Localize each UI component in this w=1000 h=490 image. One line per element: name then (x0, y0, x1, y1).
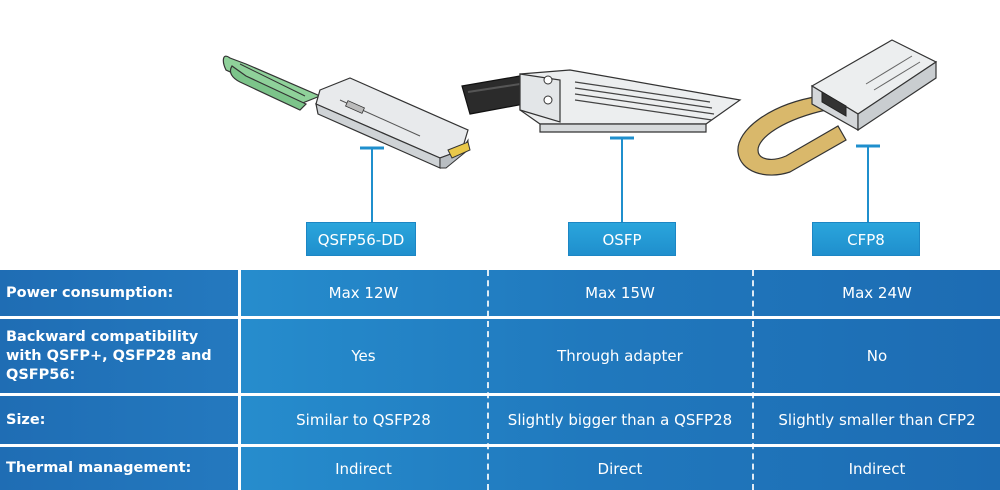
cell-cfp8: Max 24W (842, 284, 912, 302)
cell-cfp8: Slightly smaller than CFP2 (778, 411, 976, 429)
column-divider (752, 270, 754, 490)
column-divider (487, 270, 489, 490)
cell-osfp: Through adapter (557, 347, 683, 365)
cell-osfp: Max 15W (585, 284, 655, 302)
module-label-osfp: OSFP (568, 222, 676, 256)
row-divider (0, 393, 1000, 396)
cell-qsfp56-dd: Yes (351, 347, 376, 365)
osfp-module-icon (461, 69, 742, 133)
header-column-divider (238, 270, 241, 490)
row-header: Backward compatibility with QSFP+, QSFP2… (0, 319, 238, 393)
row-divider (0, 316, 1000, 319)
module-illustrations (222, 39, 938, 222)
table-row-size: Size: Similar to QSFP28 Slightly bigger … (0, 396, 1000, 444)
cell-osfp: Direct (597, 459, 643, 478)
qsfp56-dd-module-icon (222, 55, 471, 169)
module-label-cfp8: CFP8 (812, 222, 920, 256)
row-divider (0, 444, 1000, 447)
table-row-power: Power consumption: Max 12W Max 15W Max 2… (0, 270, 1000, 316)
cell-cfp8: Indirect (848, 459, 906, 478)
cell-qsfp56-dd: Indirect (335, 459, 392, 478)
table-row-compatibility: Backward compatibility with QSFP+, QSFP2… (0, 319, 1000, 393)
cfp8-module-icon (737, 39, 938, 176)
row-header: Size: (0, 396, 238, 444)
cell-cfp8: No (866, 347, 888, 365)
cell-osfp: Slightly bigger than a QSFP28 (507, 411, 733, 429)
row-header: Thermal management: (0, 447, 238, 490)
comparison-table: Power consumption: Max 12W Max 15W Max 2… (0, 270, 1000, 490)
module-label-qsfp56-dd: QSFP56-DD (306, 222, 416, 256)
table-row-thermal: Thermal management: Indirect Direct Indi… (0, 447, 1000, 490)
row-header: Power consumption: (0, 270, 238, 316)
cell-qsfp56-dd: Max 12W (328, 284, 399, 302)
cell-qsfp56-dd: Similar to QSFP28 (296, 411, 431, 429)
